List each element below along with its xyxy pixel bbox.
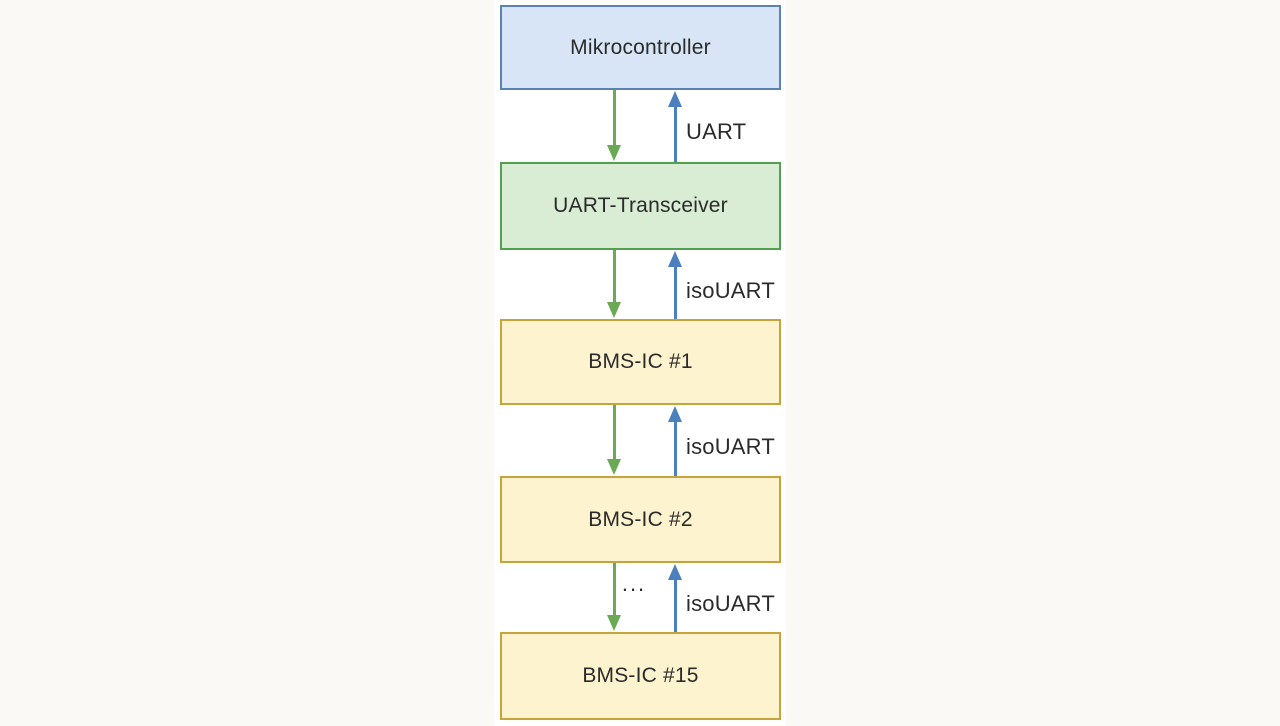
node-label-mikrocontroller: Mikrocontroller [570, 35, 711, 59]
link-uart-transceiver-bms-ic-1: isoUART [500, 250, 781, 319]
arrow-head-down-icon [607, 302, 621, 318]
down-arrow [607, 90, 621, 162]
node-label-bms-ic-1: BMS-IC #1 [588, 350, 693, 373]
arrow-shaft [612, 90, 616, 147]
up-arrow [668, 405, 682, 476]
arrow-shaft [612, 563, 616, 617]
node-label-bms-ic-15: BMS-IC #15 [582, 664, 699, 687]
arrow-head-down-icon [607, 459, 621, 475]
link-label-uart: UART [686, 119, 747, 144]
arrow-shaft [673, 105, 677, 162]
arrow-head-down-icon [607, 145, 621, 161]
node-mikrocontroller: Mikrocontroller [500, 5, 781, 90]
link-bms-ic-2-bms-ic-15: ... isoUART [500, 563, 781, 632]
down-arrow [607, 405, 621, 476]
link-bms-ic-1-bms-ic-2: isoUART [500, 405, 781, 476]
arrow-head-up-icon [668, 564, 682, 580]
link-label-isouart: isoUART [686, 590, 776, 616]
down-arrow [607, 563, 621, 632]
up-arrow [668, 563, 682, 632]
down-arrow [607, 250, 621, 319]
link-label-isouart: isoUART [686, 277, 776, 303]
node-label-uart-transceiver: UART-Transceiver [553, 194, 728, 217]
arrow-head-down-icon [607, 615, 621, 631]
up-arrow [668, 250, 682, 319]
link-mikrocontroller-uart-transceiver: UART [500, 90, 781, 162]
arrow-head-up-icon [668, 91, 682, 107]
arrow-head-up-icon [668, 251, 682, 267]
link-label-isouart: isoUART [686, 433, 776, 459]
node-bms-ic-15: BMS-IC #15 [500, 632, 781, 720]
node-bms-ic-2: BMS-IC #2 [500, 476, 781, 563]
node-label-bms-ic-2: BMS-IC #2 [588, 507, 693, 531]
arrow-shaft [612, 405, 616, 461]
arrow-shaft [673, 578, 677, 632]
arrow-head-up-icon [668, 406, 682, 422]
arrow-shaft [673, 420, 677, 476]
chain-ellipsis: ... [621, 571, 647, 596]
up-arrow [668, 90, 682, 162]
arrow-shaft [612, 250, 616, 304]
node-uart-transceiver: UART-Transceiver [500, 162, 781, 250]
arrow-shaft [673, 265, 677, 319]
node-bms-ic-1: BMS-IC #1 [500, 319, 781, 405]
